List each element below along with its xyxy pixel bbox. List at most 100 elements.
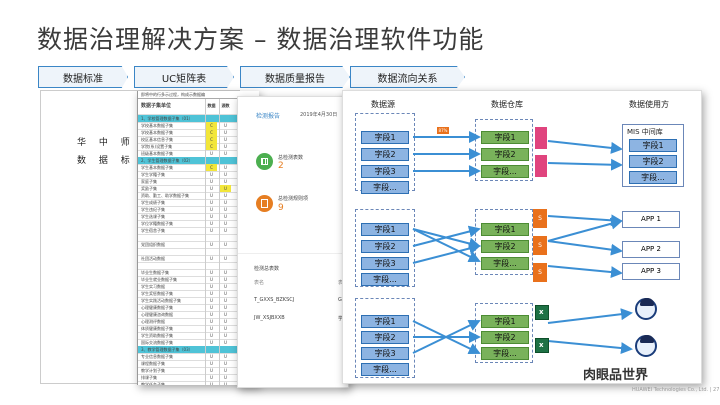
wh-field-3-more[interactable]: 字段... (481, 347, 529, 360)
sheet-cell-col1: U (205, 381, 217, 385)
app-1-box[interactable]: APP 1 (622, 211, 680, 228)
mis-field-more[interactable]: 字段... (629, 171, 677, 184)
src-field-2-2[interactable]: 字段2 (361, 240, 409, 253)
sheet-row-label: 学生学籍子集 (141, 172, 165, 177)
wh-field-2-2[interactable]: 字段2 (481, 240, 529, 253)
src-field-1-more[interactable]: 字段... (361, 181, 409, 194)
wh-field-1-2[interactable]: 字段2 (481, 148, 529, 161)
sheet-cell-col1: U (205, 220, 217, 227)
src-field-3-more[interactable]: 字段... (361, 363, 409, 376)
sheet-top-note: 即将中的行多示过程，构成示数据编 (138, 91, 259, 99)
sheet-cell-col1: U (205, 206, 217, 213)
sheet-cell-col2: U (219, 332, 231, 339)
col-user-label: 数据使用方 (629, 100, 669, 109)
sheet-row-label: 体质健康数据子集 (141, 326, 173, 331)
tab-quality-report[interactable]: 数据质量报告 (240, 66, 350, 88)
sheet-row-label: 专业信息数据子集 (141, 354, 173, 359)
user-avatar-2 (635, 335, 657, 357)
report-row-1-name[interactable]: T_GXXS_BZKSCJ (254, 297, 295, 303)
src-field-3-1[interactable]: 字段1 (361, 315, 409, 328)
wh-field-2-more[interactable]: 字段... (481, 257, 529, 270)
sheet-row-label: 学生实践活动数据子集 (141, 298, 181, 303)
sheet-cell-col2: U (219, 227, 231, 234)
tab-data-flow[interactable]: 数据流向关系 (350, 66, 465, 88)
wh-field-3-1[interactable]: 字段1 (481, 315, 529, 328)
report-row-2-name[interactable]: JW_XSJBXXB (254, 315, 285, 321)
user-hair (640, 335, 654, 343)
wh-field-3-2[interactable]: 字段2 (481, 331, 529, 344)
sheet-cell-col1: U (205, 297, 217, 304)
sheet-row-label: 心理健康咨询数据 (141, 312, 173, 317)
mis-field-1[interactable]: 字段1 (629, 139, 677, 152)
sheet-row-label: 资助、勤工、助学数据子集 (141, 193, 189, 198)
app-3-box[interactable]: APP 3 (622, 263, 680, 280)
src-field-3-2[interactable]: 字段2 (361, 331, 409, 344)
sheet-cell-col1: U (205, 227, 217, 234)
tab-uc-matrix[interactable]: UC矩阵表 (134, 66, 234, 88)
src-field-2-1[interactable]: 字段1 (361, 223, 409, 236)
sheet-cell-col1: U (205, 367, 217, 374)
src-field-2-3[interactable]: 字段3 (361, 257, 409, 270)
wh-field-1-more[interactable]: 字段... (481, 165, 529, 178)
stat1-value: 2 (278, 161, 284, 171)
sheet-row[interactable] (138, 262, 242, 270)
sheet-cell-col1: U (205, 241, 217, 248)
table-icon (256, 153, 273, 170)
sheet-row[interactable] (138, 234, 242, 242)
sheet-cell-col1: U (205, 332, 217, 339)
wh-field-2-1[interactable]: 字段1 (481, 223, 529, 236)
src-field-1-3[interactable]: 字段3 (361, 165, 409, 178)
app-2-box[interactable]: APP 2 (622, 241, 680, 258)
sheet-row-label: 3、教学管理数据子集（03） (141, 347, 193, 352)
sheet-cell-col2: U (219, 297, 231, 304)
src-field-3-3[interactable]: 字段3 (361, 347, 409, 360)
mis-field-2[interactable]: 字段2 (629, 155, 677, 168)
wh-field-1-1[interactable]: 字段1 (481, 131, 529, 144)
sheet-cell-col2: U (219, 220, 231, 227)
sheet-cell-col2: U (219, 339, 231, 346)
sheet-row[interactable]: 3、教学管理数据子集（03） (138, 346, 242, 354)
sheet-row[interactable]: 1、学校管理数据子集（01） (138, 115, 242, 123)
src-field-1-2[interactable]: 字段2 (361, 148, 409, 161)
src-field-1-1[interactable]: 字段1 (361, 131, 409, 144)
sheet-cell-col1: C (205, 122, 217, 129)
src-field-2-more[interactable]: 字段... (361, 273, 409, 286)
sheet-row-label: 班级基本数据子集 (141, 151, 173, 156)
tab-data-standard[interactable]: 数据标准 (38, 66, 128, 88)
sheet-cell-col2: U (219, 129, 231, 136)
sheet-row[interactable] (138, 248, 242, 256)
sheet-row-label: 学院(系)设置子集 (141, 144, 173, 149)
sheet-row[interactable]: 2、学生管理数据子集（02） (138, 157, 242, 165)
